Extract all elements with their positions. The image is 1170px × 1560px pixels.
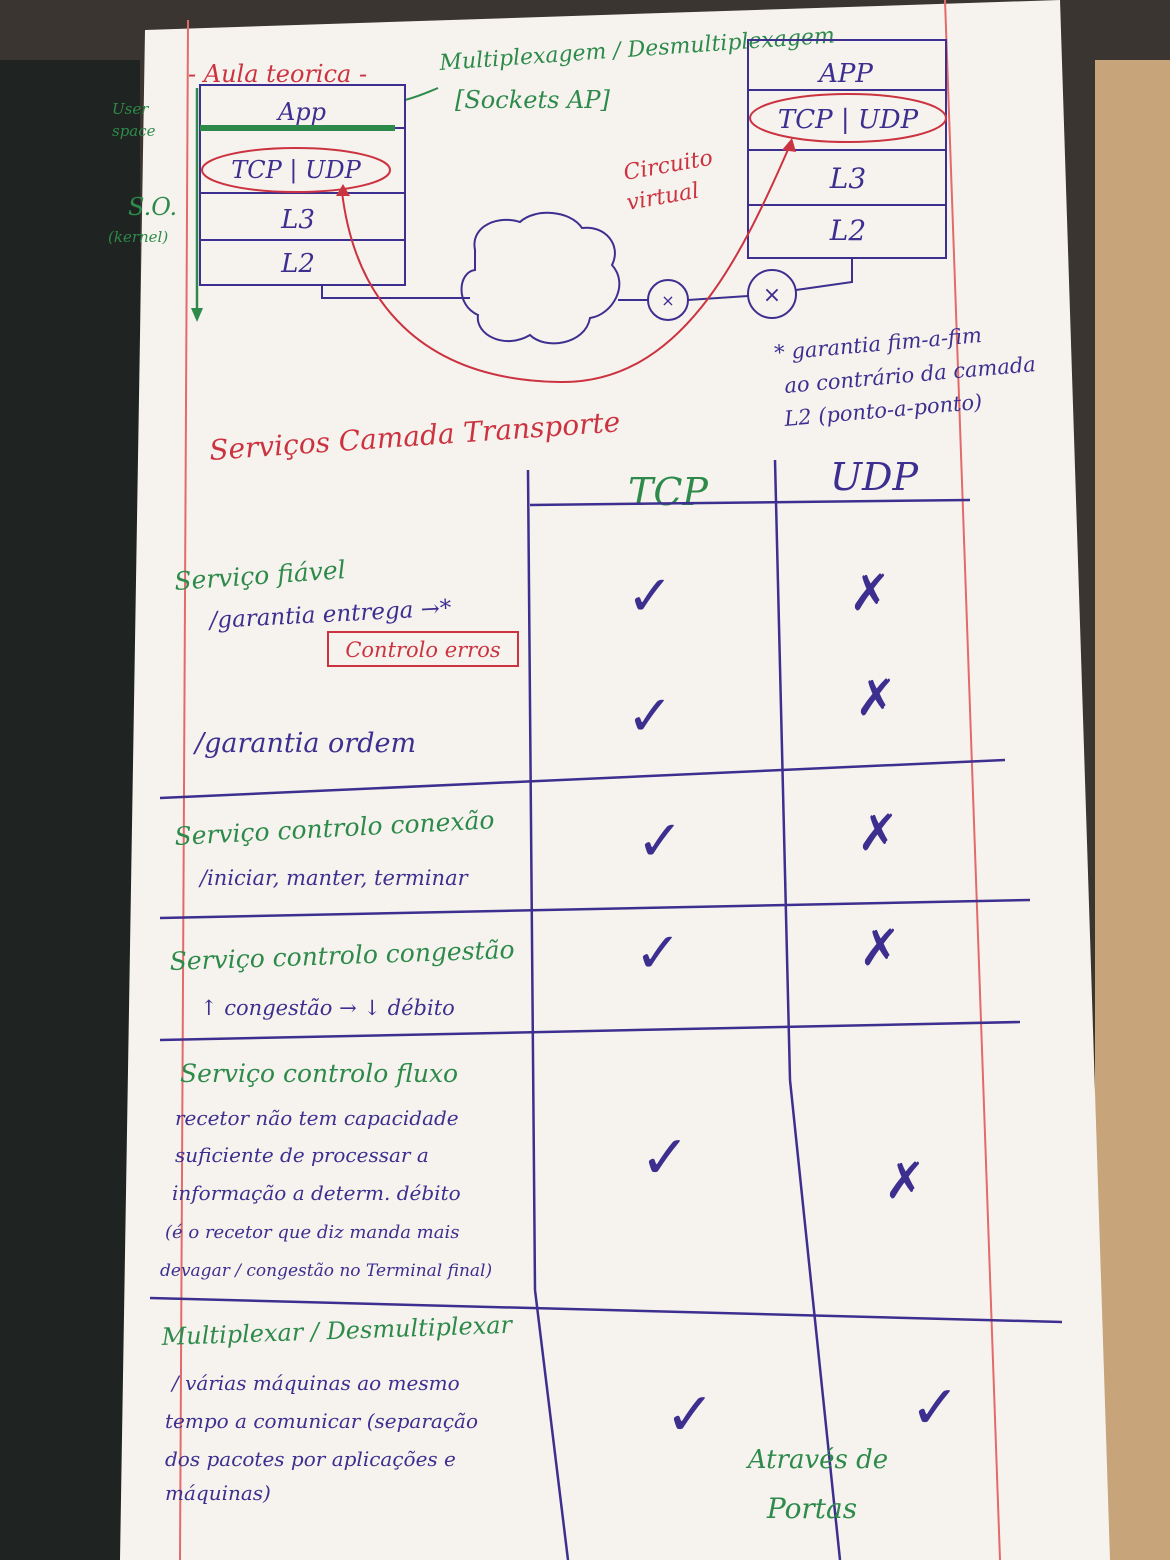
row4-line2: recetor não tem capacidade [175,1106,459,1130]
right-stack-app: APP [817,59,873,89]
row2-line2: /iniciar, manter, terminar [198,866,470,890]
row5-line5: máquinas) [165,1481,271,1505]
row-separator-2 [159,898,1031,920]
row4-line3: suficiente de processar a [175,1143,429,1167]
left-stack-l2: L2 [280,249,315,279]
header-separator [529,498,971,507]
row-separator-4 [149,1296,1063,1324]
row4-line4: informação a determ. débito [172,1181,461,1205]
row4-line6: devagar / congestão no Terminal final) [160,1261,492,1281]
row1-tcp-check-2: ✓ [627,684,674,749]
row1-boxed-note-frame [327,631,519,667]
virtual-circuit-path [341,144,791,384]
row3-tcp-check: ✓ [635,921,682,986]
header-tcp: TCP [628,470,709,514]
row5-udp-note-1: Através de [746,1445,888,1475]
right-stack-l2: L2 [829,214,866,247]
right-link [795,258,853,291]
left-stack-l3: L3 [280,205,315,235]
right-margin-line [944,0,1001,1560]
link-segment-2 [687,295,749,301]
row-separator-3 [159,1020,1021,1042]
virtual-circuit-arrow-left [336,184,350,196]
network-cloud [460,211,621,345]
user-space-label-2: space [112,122,156,140]
row1-line4: /garantia ordem [192,728,416,759]
left-margin-line [179,19,189,1560]
header-udp: UDP [830,455,919,499]
table-surface [1095,60,1170,1560]
router-1-x-icon: × [661,291,674,310]
row-separator-1 [159,758,1006,800]
table-column-line-1b [533,1289,570,1560]
paper-sheet [120,0,1110,1560]
right-stack-tcp-udp: TCP | UDP [778,105,919,135]
row1-udp-cross-1: ✗ [849,564,891,622]
table-column-line-1 [526,469,537,1291]
row5-tcp-check: ✓ [665,1380,715,1450]
kernel-arrow-head [191,308,203,322]
row3-line2: ↑ congestão → ↓ débito [200,996,455,1020]
row3-udp-cross: ✗ [859,919,901,977]
row1-boxed-note: Controlo erros [345,638,501,662]
left-stack-app: App [276,98,326,126]
left-stack-tcp-udp: TCP | UDP [231,156,361,185]
row5-line3: tempo a comunicar (separação [165,1409,478,1433]
row4-line5: (é o recetor que diz manda mais [165,1222,459,1243]
table-row-flow: Serviço controlo fluxo recetor não tem c… [160,1059,926,1281]
right-protocol-stack [747,39,947,259]
so-label-2: (kernel) [108,228,168,246]
row5-line2: / várias máquinas ao mesmo [170,1371,460,1395]
left-tcp-udp-circle [201,147,391,193]
diagram-title: - Aula teorica - [188,60,367,88]
router-2-x-icon: × [763,283,781,308]
row1-tcp-check-1: ✓ [627,564,674,629]
row5-udp-check: ✓ [910,1373,960,1443]
row2-tcp-check: ✓ [637,809,684,874]
row2-udp-cross: ✗ [857,804,899,862]
left-link [321,285,470,299]
table-row-reliable: Serviço fiável /garantia entrega →* Cont… [173,555,897,759]
binder-edge [0,60,140,1560]
virtual-circuit-arrow-right [782,138,796,152]
router-2 [747,269,797,319]
mux-note-line2: [Sockets AP] [455,86,611,114]
row5-line4: dos pacotes por aplicações e [165,1447,456,1471]
row5-udp-note-2: Portas [766,1492,857,1525]
mux-arrow [404,87,439,101]
row4-title: Serviço controlo fluxo [180,1059,458,1088]
right-stack-l3: L3 [829,162,866,195]
row4-udp-cross: ✗ [884,1152,926,1210]
row1-udp-cross-2: ✗ [855,669,897,727]
user-space-label-1: User [112,100,149,118]
row4-tcp-check: ✓ [640,1123,690,1193]
table-column-line-2b [788,1079,842,1560]
table-row-multiplexing: Multiplexar / Desmultiplexar / várias má… [160,1311,960,1525]
so-label-1: S.O. [128,193,177,221]
right-tcp-udp-circle [749,93,947,143]
